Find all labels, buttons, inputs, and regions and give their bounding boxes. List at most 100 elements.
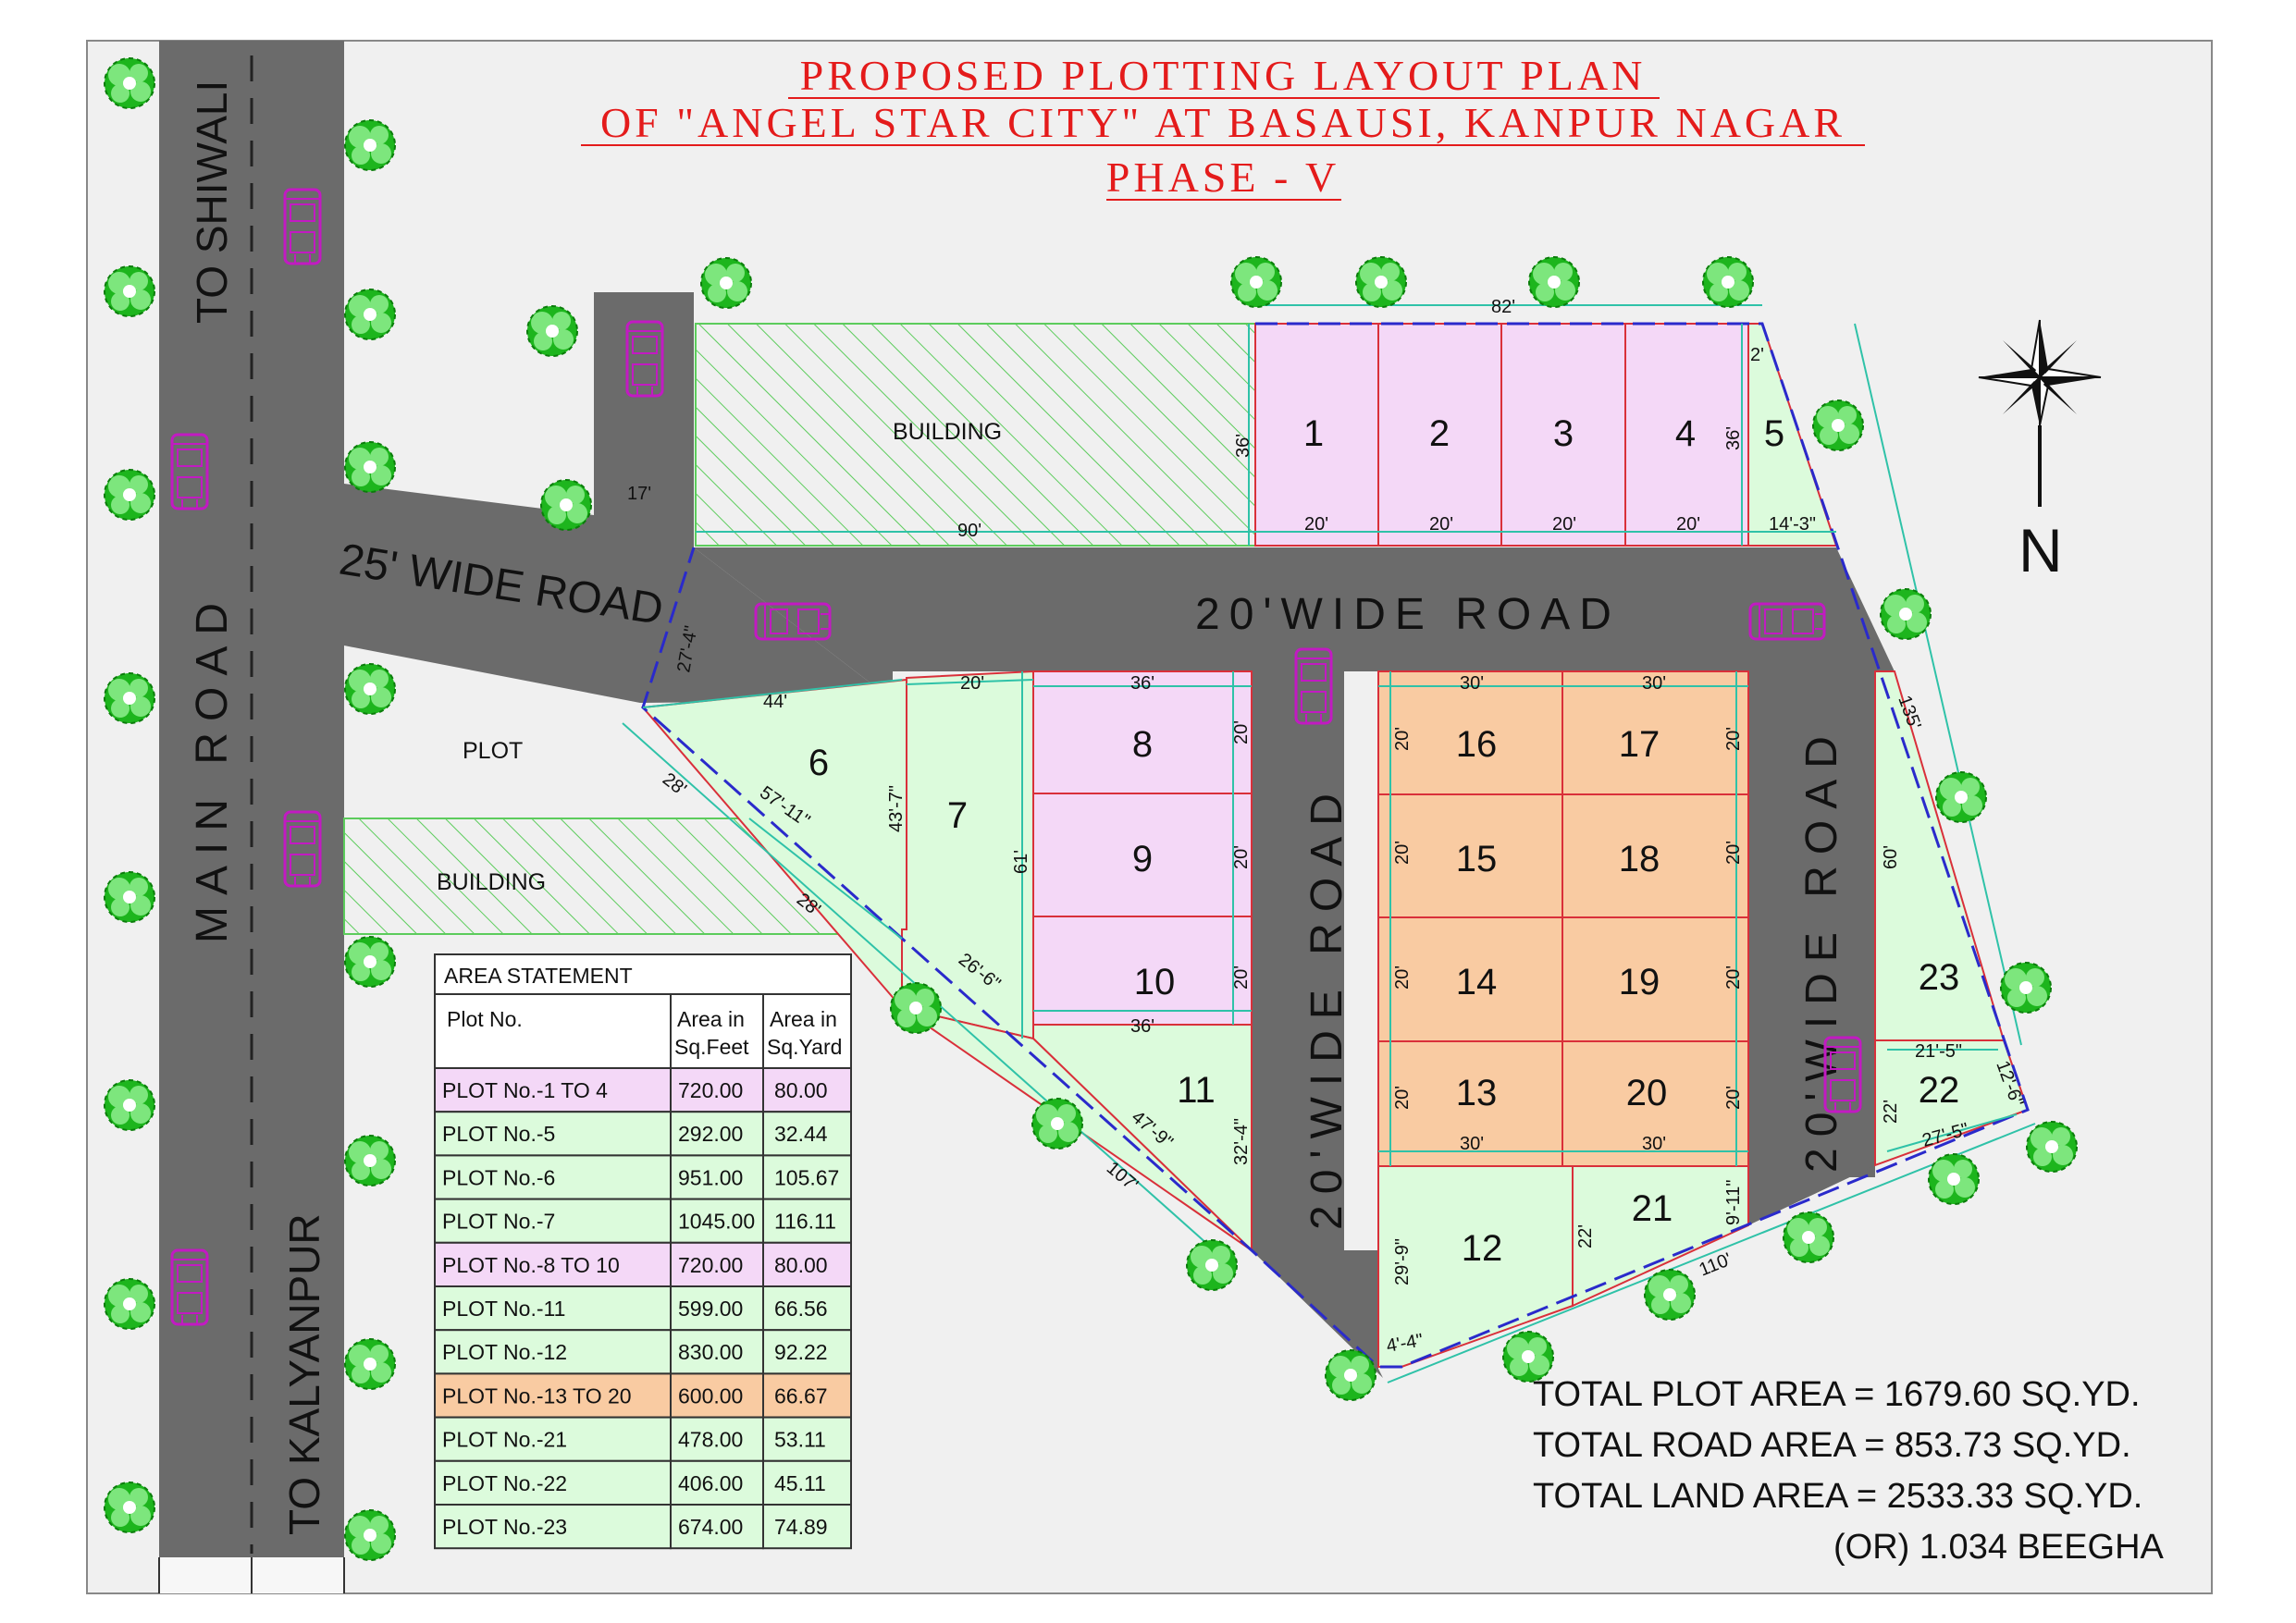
plot-number-15: 15	[1456, 839, 1498, 879]
row-area-sqyd: 32.44	[774, 1122, 828, 1146]
plot-number-23: 23	[1919, 957, 1960, 998]
dim-label: 61'	[1011, 850, 1031, 874]
row-area-sqyd: 53.11	[774, 1428, 826, 1452]
to-shiwali-label: TO SHIWALI	[188, 80, 236, 324]
dim-label: 22'	[1575, 1224, 1596, 1248]
tree-icon	[104, 57, 155, 109]
tree-icon	[1702, 256, 1754, 308]
total-road-area: TOTAL ROAD AREA = 853.73 SQ.YD.	[1533, 1426, 2131, 1465]
total-land-area: TOTAL LAND AREA = 2533.33 SQ.YD.	[1533, 1477, 2142, 1516]
title-line-1: PROPOSED PLOTTING LAYOUT PLAN	[800, 52, 1647, 99]
tree-icon	[1325, 1349, 1376, 1401]
dim-label: 9'-11"	[1723, 1180, 1744, 1225]
plot-number-7: 7	[947, 795, 968, 836]
totals-block: TOTAL PLOT AREA = 1679.60 SQ.YD. TOTAL R…	[1533, 1375, 2165, 1567]
plot-number-6: 6	[809, 743, 829, 783]
tree-icon	[1230, 256, 1282, 308]
row-area-sqft: 478.00	[678, 1428, 743, 1452]
tree-icon	[890, 982, 942, 1034]
total-plot-area: TOTAL PLOT AREA = 1679.60 SQ.YD.	[1533, 1375, 2141, 1414]
tree-icon	[1355, 256, 1407, 308]
dim-label: 22'	[1881, 1100, 1901, 1124]
table-row: PLOT No.-23 674.00 74.89	[434, 1504, 852, 1550]
main-road: MAIN ROAD TO SHIWALI TO KALYANPUR	[158, 41, 345, 1593]
row-area-sqyd: 45.11	[774, 1471, 826, 1495]
dim-label: 20'	[1392, 965, 1413, 990]
dim-label: 17'	[627, 484, 651, 504]
row-area-sqft: 951.00	[678, 1165, 743, 1189]
to-kalyanpur-label: TO KALYANPUR	[280, 1213, 328, 1535]
tree-icon	[344, 1338, 396, 1390]
row-area-sqyd: 74.89	[774, 1515, 828, 1539]
tree-icon	[344, 1135, 396, 1187]
dim-label: 43'-7"	[886, 785, 907, 832]
title-line-2: OF "ANGEL STAR CITY" AT BASAUSI, KANPUR …	[600, 99, 1845, 146]
tree-icon	[1528, 256, 1580, 308]
plot-label: PLOT	[463, 738, 523, 764]
dim-label: 20'	[1723, 1086, 1744, 1110]
dim-label: 20'	[1392, 841, 1413, 865]
table-row: PLOT No.-21 478.00 53.11	[434, 1416, 852, 1462]
row-area-sqft: 720.00	[678, 1078, 743, 1102]
tree-icon	[1502, 1331, 1554, 1383]
dim-label: 36'	[1130, 1016, 1154, 1037]
area-statement-title: AREA STATEMENT	[444, 964, 633, 988]
tree-icon	[104, 871, 155, 923]
tree-icon	[1186, 1239, 1238, 1291]
plot-number-21: 21	[1632, 1188, 1673, 1229]
tree-icon	[104, 265, 155, 317]
plot-number-17: 17	[1619, 724, 1660, 765]
tree-icon	[104, 1482, 155, 1533]
row-plot-name: PLOT No.-11	[442, 1297, 565, 1321]
tree-icon	[1783, 1211, 1834, 1263]
tree-icon	[344, 936, 396, 988]
tree-icon	[2026, 1121, 2078, 1173]
tree-icon	[344, 1509, 396, 1561]
dim-label: 20'	[960, 673, 984, 694]
plot-number-4: 4	[1675, 413, 1696, 454]
dim-label: 20'	[1231, 965, 1252, 990]
row-area-sqft: 406.00	[678, 1471, 743, 1495]
dim-label: 32'-4"	[1231, 1118, 1252, 1165]
row-plot-name: PLOT No.-21	[442, 1428, 567, 1452]
tree-icon	[700, 257, 752, 309]
road-25-wide	[344, 292, 893, 703]
plot-number-16: 16	[1456, 724, 1498, 765]
plot-number-13: 13	[1456, 1073, 1498, 1113]
row-plot-name: PLOT No.-23	[442, 1515, 567, 1539]
tree-icon	[344, 441, 396, 493]
road-20-mid-label: 20'WIDE ROAD	[1302, 782, 1352, 1230]
plots-13-to-20	[1377, 670, 1749, 1167]
tree-icon	[344, 663, 396, 715]
plot-number-10: 10	[1134, 962, 1176, 1002]
tree-icon	[104, 1278, 155, 1330]
tree-icon	[1644, 1269, 1696, 1321]
dim-label: 2'	[1750, 345, 1764, 365]
road-20-right-label: 20'WIDE ROAD	[1797, 725, 1846, 1173]
row-plot-name: PLOT No.-22	[442, 1471, 567, 1495]
dim-label: 21'-5"	[1915, 1041, 1962, 1062]
row-area-sqft: 599.00	[678, 1297, 743, 1321]
plot-number-2: 2	[1429, 413, 1450, 454]
row-area-sqft: 1045.00	[678, 1210, 755, 1234]
tree-icon	[344, 119, 396, 171]
dim-label: 20'	[1392, 727, 1413, 751]
tree-icon	[104, 672, 155, 724]
title-line-3: PHASE - V	[1106, 154, 1339, 201]
row-plot-name: PLOT No.-13 TO 20	[442, 1383, 632, 1408]
dim-label: 20'	[1304, 514, 1328, 535]
row-area-sqyd: 80.00	[774, 1078, 828, 1102]
plot-number-5: 5	[1764, 413, 1784, 454]
dim-label: 82'	[1491, 297, 1515, 317]
title-block: PROPOSED PLOTTING LAYOUT PLAN OF "ANGEL …	[581, 52, 1865, 201]
row-area-sqft: 674.00	[678, 1515, 743, 1539]
row-area-sqft: 720.00	[678, 1253, 743, 1277]
table-header-sqyd-2: Sq.Yard	[767, 1035, 842, 1059]
tree-icon	[526, 305, 578, 357]
tree-icon	[1812, 400, 1864, 451]
